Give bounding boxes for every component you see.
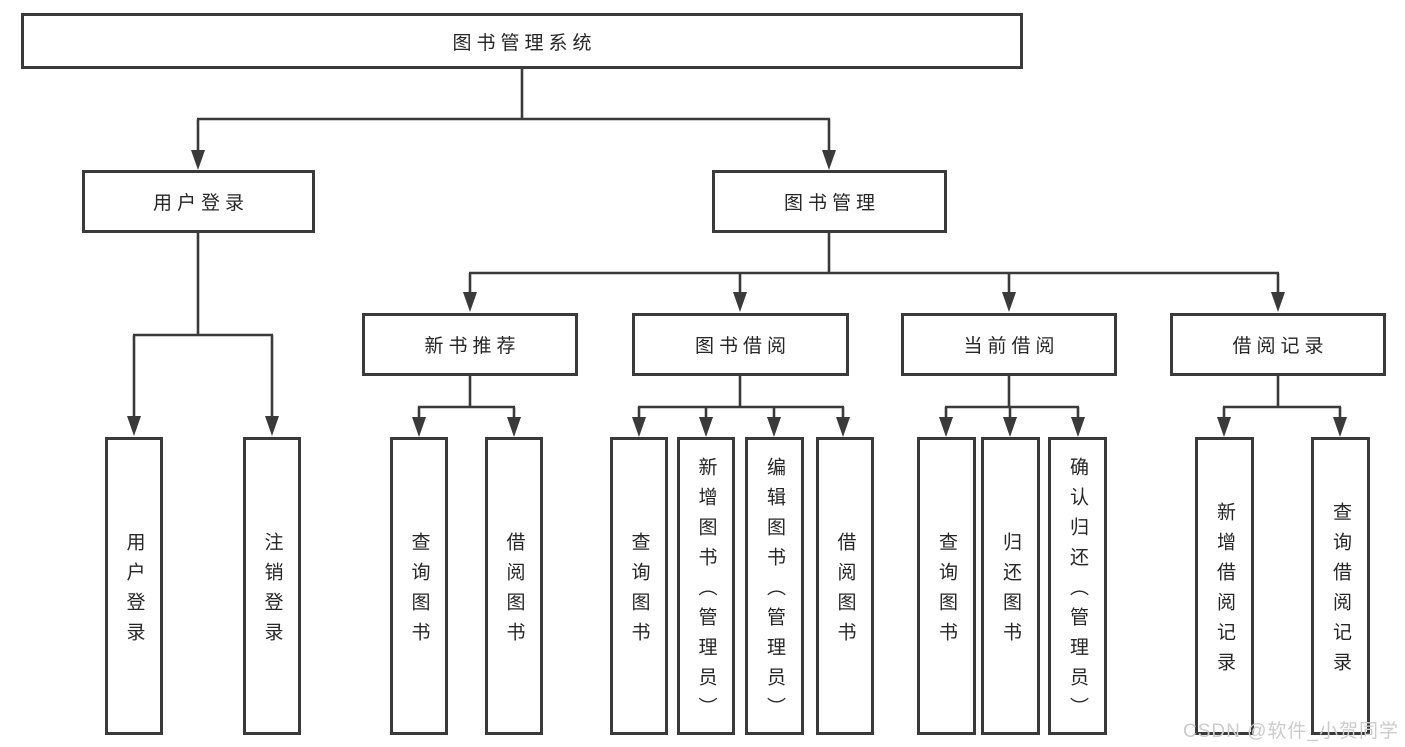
connector-book-borrow-to-leaves [632,376,850,437]
leaf-query-book-recommend: 查询图书 [390,437,448,735]
connector-borrow-records-to-leaves [1217,376,1347,437]
node-root-library-management-system: 图书管理系统 [21,13,1023,69]
node-current-borrow: 当前借阅 [901,313,1117,376]
leaf-query-book-current: 查询图书 [917,437,976,735]
node-user-login: 用户登录 [82,170,315,233]
leaf-borrow-book: 借阅图书 [816,437,874,735]
node-book-borrow: 图书借阅 [632,313,849,376]
leaf-label: 用户登录 [123,531,145,652]
leaf-add-book-admin: 新增图书（管理员） [677,437,735,735]
leaf-label: 查询图书 [408,531,430,652]
leaf-confirm-return-admin: 确认归还（管理员） [1048,437,1107,735]
leaf-label: 借阅图书 [834,531,856,652]
leaf-label: 确认归还（管理员） [1067,456,1088,727]
connector-current-borrow-to-leaves [939,376,1085,437]
node-label: 借阅记录 [1232,336,1329,357]
connector-new-book-recommend-to-leaves [412,376,521,437]
leaf-edit-book-admin: 编辑图书（管理员） [745,437,804,735]
connector-book-management-to-level3 [463,233,1285,312]
leaf-label: 注销登录 [261,531,283,652]
leaf-label: 新增图书（管理员） [695,456,717,727]
leaf-label: 编辑图书（管理员） [764,456,785,727]
leaf-query-borrow-record: 查询借阅记录 [1311,437,1370,735]
node-book-management: 图书管理 [712,170,947,233]
node-label: 用户登录 [152,193,249,214]
node-label: 图书管理 [783,193,880,214]
leaf-label: 借阅图书 [503,531,525,652]
leaf-logout-login: 注销登录 [243,437,301,735]
node-label: 新书推荐 [424,336,521,357]
leaf-borrow-book-recommend: 借阅图书 [485,437,543,735]
leaf-user-login: 用户登录 [105,437,163,735]
leaf-return-book: 归还图书 [981,437,1040,735]
node-label: 图书管理系统 [452,32,597,54]
leaf-add-borrow-record: 新增借阅记录 [1195,437,1254,735]
leaf-query-book-borrow: 查询图书 [610,437,668,735]
connector-root-to-level2 [191,69,836,170]
leaf-label: 查询图书 [628,531,650,652]
node-borrow-records: 借阅记录 [1170,313,1386,376]
node-label: 图书借阅 [694,336,791,357]
csdn-watermark: CSDN @软件_小贺同学 [1183,721,1399,742]
leaf-label: 新增借阅记录 [1214,501,1235,682]
connector-user-login-to-leaves [127,233,279,436]
node-label: 当前借阅 [963,336,1060,357]
leaf-label: 查询借阅记录 [1330,501,1351,682]
node-new-book-recommend: 新书推荐 [362,313,578,376]
leaf-label: 归还图书 [1000,531,1021,652]
leaf-label: 查询图书 [936,531,957,652]
